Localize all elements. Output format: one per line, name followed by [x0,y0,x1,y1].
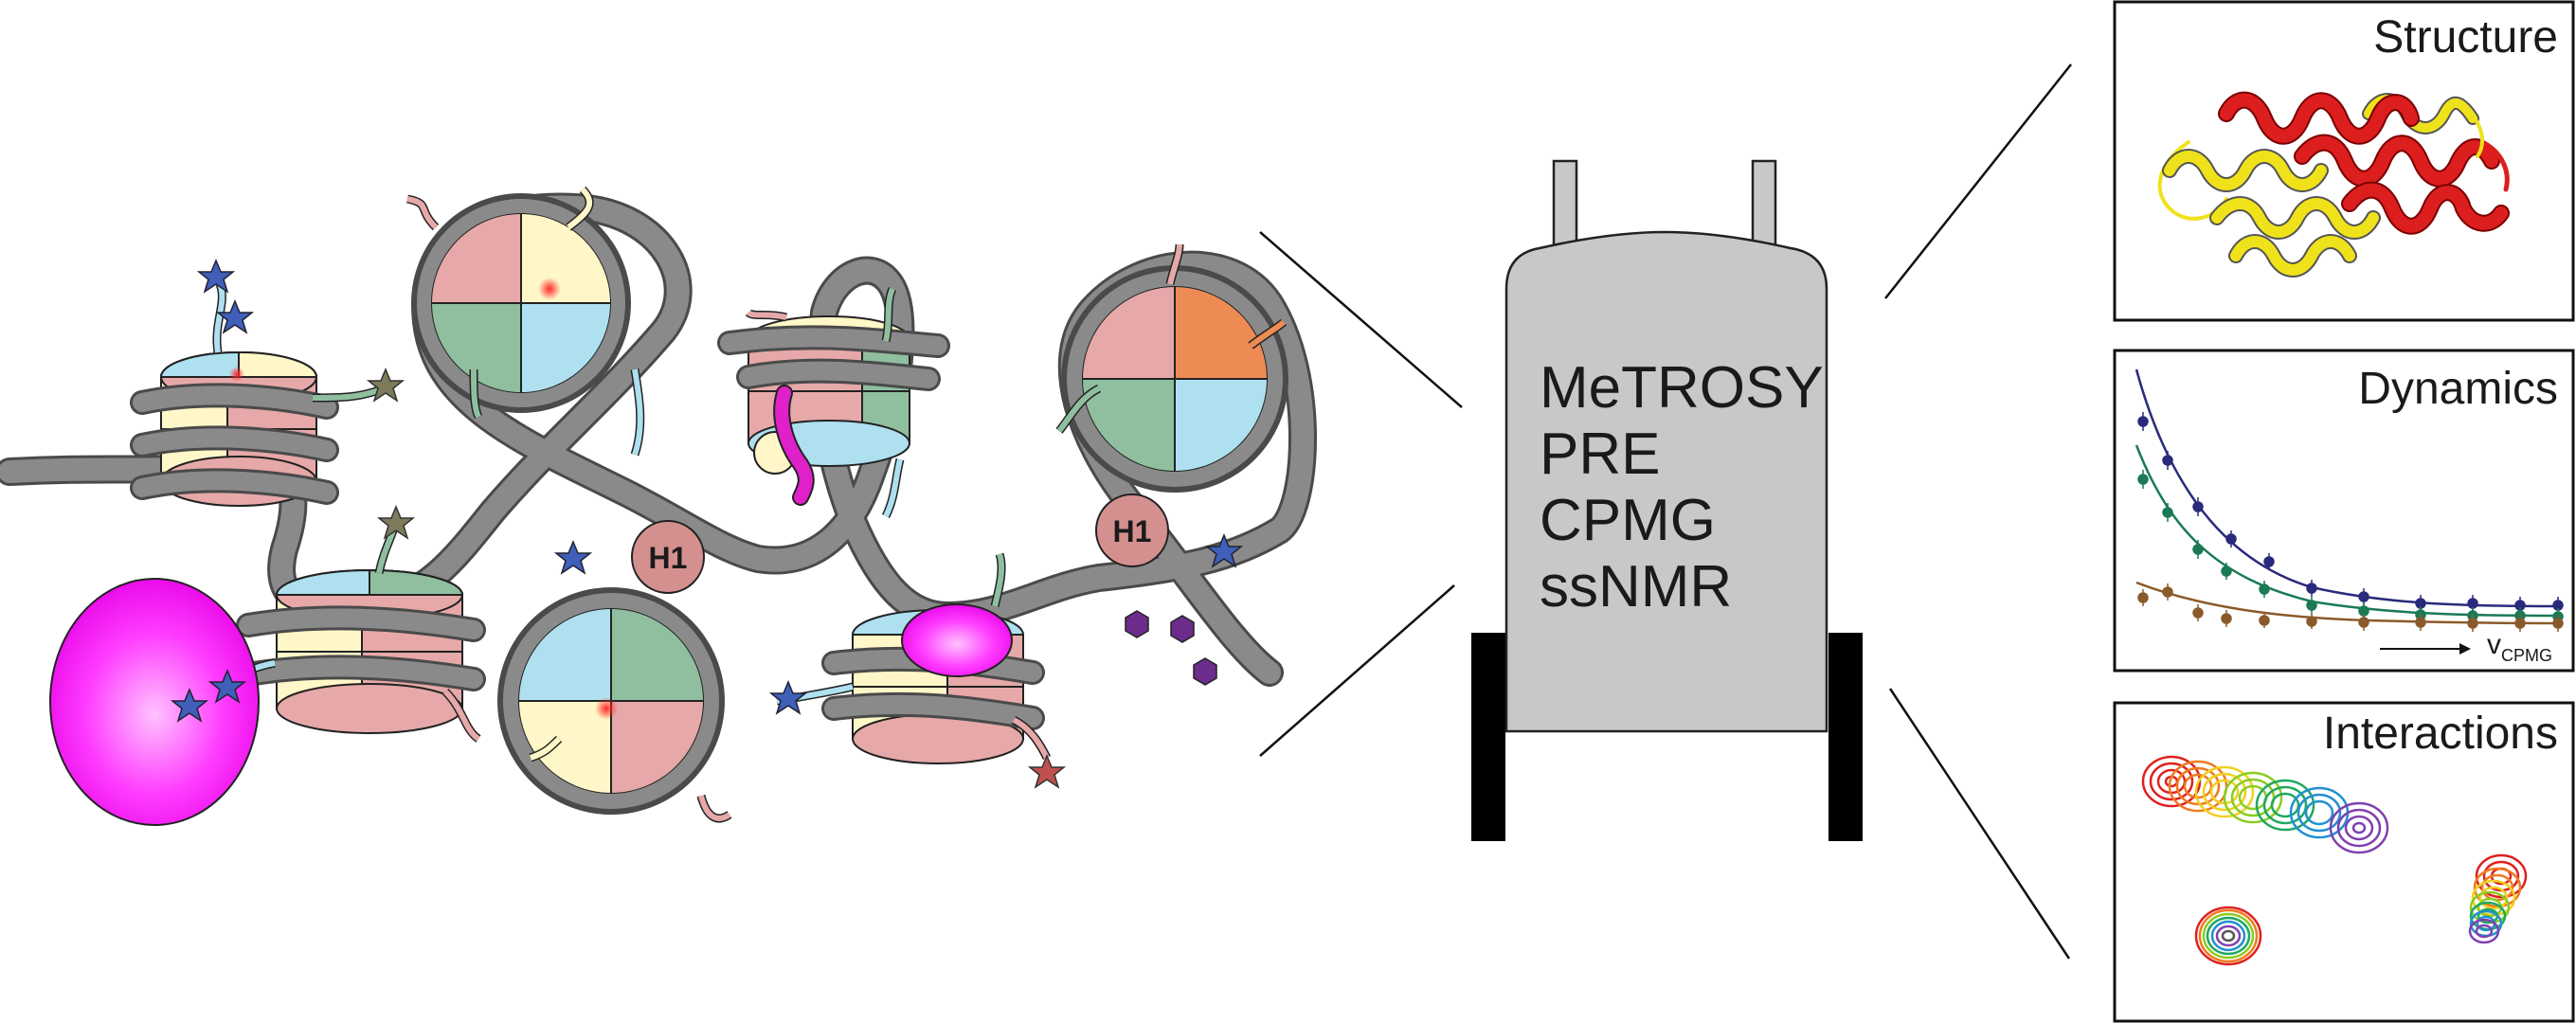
nucleosome-side-1 [130,282,386,507]
spectrometer-leg-right [1828,633,1863,841]
star-marker [170,669,247,723]
axis-subscript: CPMG [2501,646,2552,665]
nucleosome-side-3 [717,287,950,519]
interactions-title: Interactions [2323,709,2558,759]
nucleosome-side-4 [776,552,1052,764]
star-marker [553,540,593,575]
spectral-peaks-vertical [2468,853,2528,944]
nucleosome-top-3 [1055,243,1288,493]
structure-title: Structure [2373,12,2558,63]
nucleosome-top-2 [497,587,732,823]
technique-ssnmr: ssNMR [1540,554,1732,619]
star-marker [376,505,416,540]
linker-histone-h1: H1 [631,520,705,594]
axis-label: vCPMG [2487,629,2552,665]
dna-strand [0,192,1317,687]
technique-pre: PRE [1540,422,1660,487]
connector-lines [1259,63,2072,960]
h1-label: H1 [649,541,688,575]
h1-label: H1 [1113,514,1152,548]
dynamics-title: Dynamics [2358,364,2558,414]
spectrometer-leg-left [1471,633,1505,841]
technique-cpmg: CPMG [1540,488,1716,553]
spectral-peaks-stationary [2194,906,2262,966]
bound-ligand [49,578,260,826]
spectral-peaks-shifting [2141,755,2389,854]
star-marker [366,368,405,403]
interactions-panel: Interactions [2113,701,2575,1023]
chromatin-fiber-illustration: H1 [0,186,1317,826]
star-marker [768,680,808,715]
star-marker [1204,533,1244,568]
technique-metrosy: MeTROSY [1540,355,1824,421]
relaxation-points [2137,412,2564,632]
structure-panel: Structure [2113,0,2575,322]
spectrometer-port-right [1751,159,1777,248]
nmr-spectrometer: MeTROSY PRE CPMG ssNMR [1471,159,1863,841]
hexagon-markers [1125,610,1217,686]
protein-ribbon [2157,91,2510,278]
axis-arrow [2380,643,2471,655]
linker-histone-h1: H1 [1095,494,1169,567]
nucleosome-top-1 [406,186,645,457]
spectrometer-body [1504,230,1828,733]
axis-symbol: v [2487,629,2501,660]
dynamics-panel: Dynamics [2113,349,2575,673]
star-marker [196,259,255,334]
spectrometer-port-left [1552,159,1578,248]
star-marker [1027,754,1067,789]
